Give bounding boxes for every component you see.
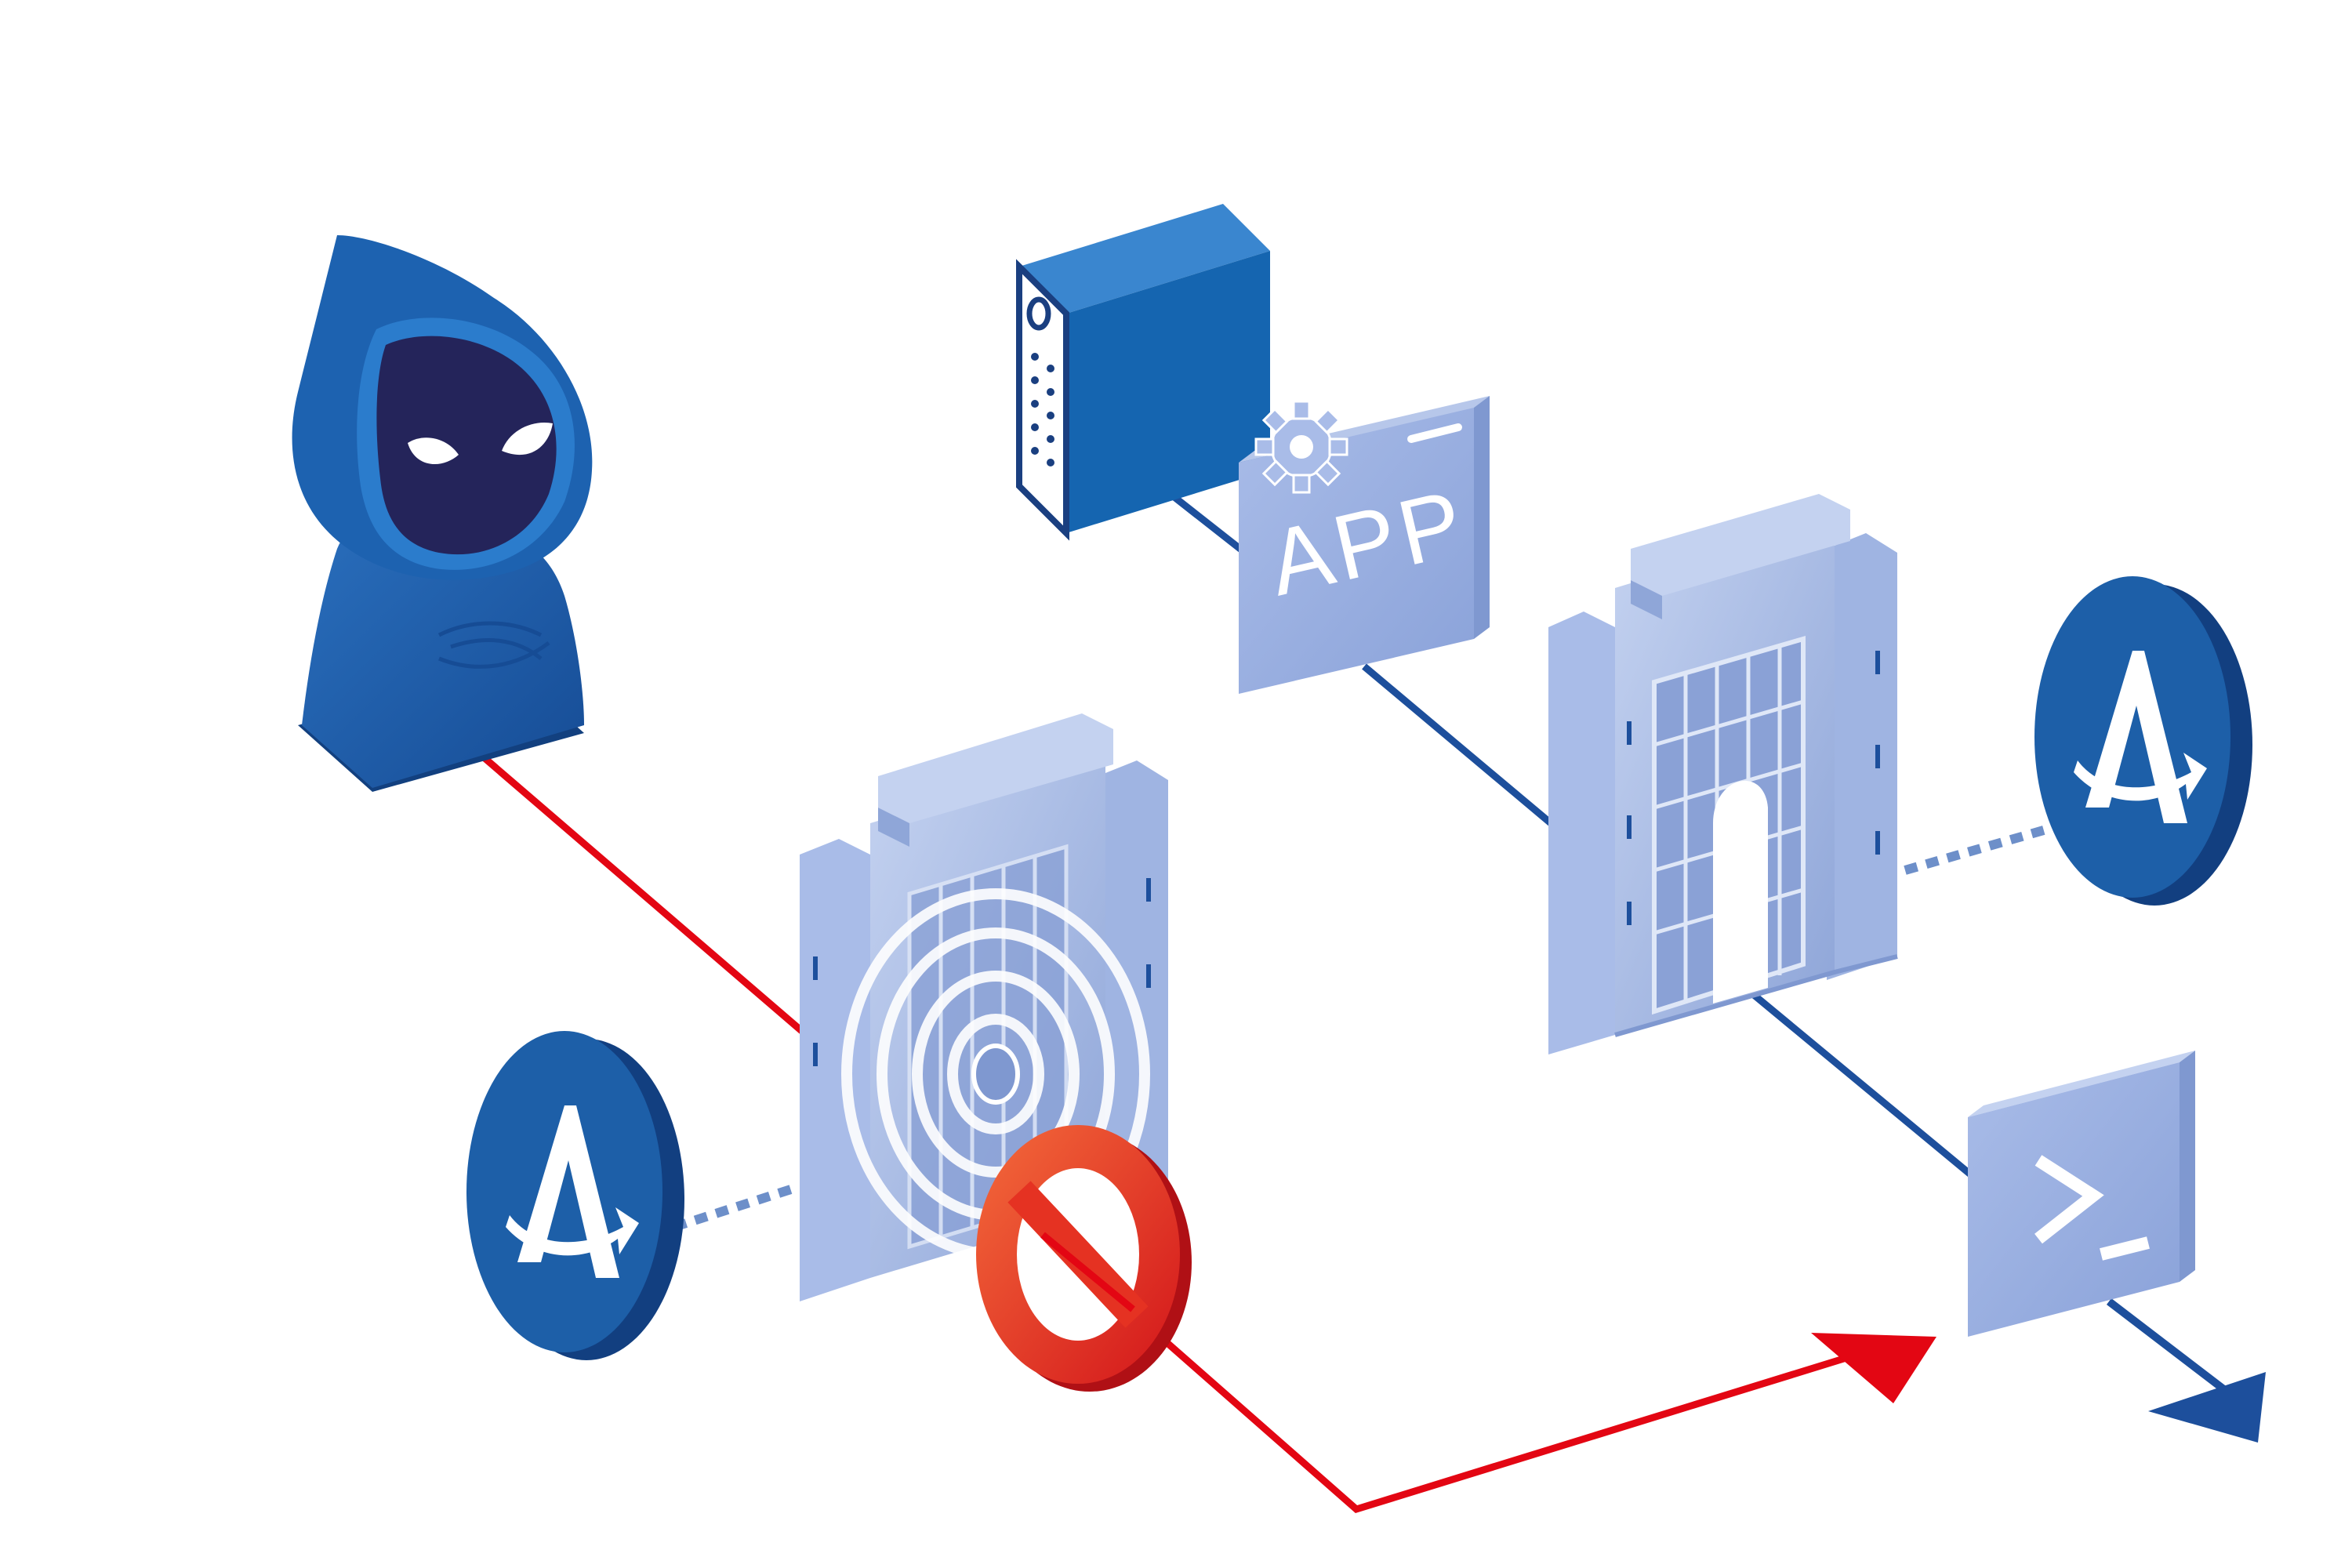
arrow-logo-badge-icon	[466, 1031, 684, 1360]
attacker-to-firewall-link	[476, 750, 818, 1046]
server-box-icon	[1016, 204, 1270, 541]
hooded-hacker-icon	[292, 235, 593, 792]
badge-left-dotted-link	[673, 1183, 797, 1232]
arrow-logo-badge-icon	[2034, 576, 2252, 906]
gear-icon	[1254, 400, 1348, 494]
server-front-panel	[1026, 296, 1054, 466]
terminal-outbound-arrow	[2106, 1298, 2245, 1406]
attack-path-arrowhead	[1811, 1333, 1936, 1403]
terminal-outbound-arrowhead	[2148, 1372, 2266, 1443]
badge-right-dotted-link	[1904, 815, 2083, 875]
gateway-to-terminal-link	[1715, 961, 1994, 1195]
connections	[476, 483, 2266, 1514]
app-window-title-dash	[1407, 423, 1462, 443]
app-to-gateway-link	[1362, 663, 1563, 834]
blocked-attack-path	[1127, 1306, 1891, 1514]
blocked-no-entry-icon	[976, 1125, 1192, 1392]
terminal-prompt-icon	[1968, 1051, 2195, 1337]
gateway-building-icon	[1548, 494, 1898, 1054]
